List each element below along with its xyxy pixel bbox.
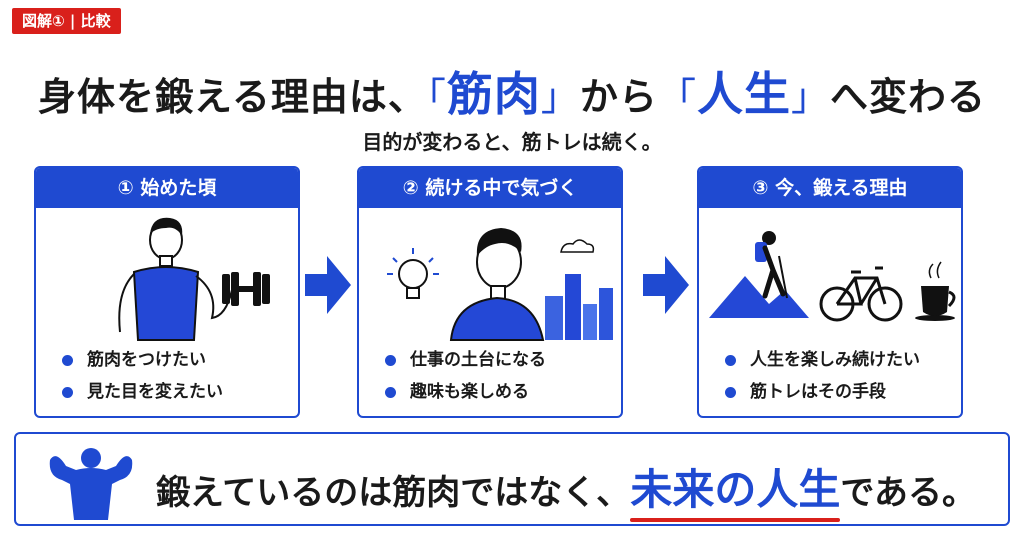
- conclusion-banner: 鍛えているのは筋肉ではなく、未来の人生である。: [14, 432, 1010, 526]
- conclusion-text: 鍛えているのは筋肉ではなく、未来の人生である。: [156, 456, 976, 522]
- card-now: ③ 今、鍛える理由: [697, 166, 963, 418]
- title-highlight-life: 人生: [696, 67, 791, 121]
- bullet-item: 仕事の土台になる: [385, 344, 546, 376]
- title-part1: 身体を鍛える理由は、: [38, 75, 427, 119]
- right-arrow-icon: [305, 256, 351, 314]
- dumbbell-icon: [222, 272, 270, 306]
- city-icon: [545, 274, 613, 340]
- red-underline: [630, 518, 841, 522]
- lifestyle-illustration: [699, 212, 961, 342]
- card-bullets: 人生を楽しみ続けたい 筋トレはその手段: [725, 344, 920, 408]
- bullet-dot: [725, 386, 736, 398]
- title-part2: から: [579, 75, 658, 119]
- dumbbell-man-illustration: [36, 212, 298, 342]
- mountain-icon: [709, 276, 809, 318]
- bullet-item: 趣味も楽しめる: [385, 376, 546, 408]
- muscle-silhouette-icon: [49, 448, 133, 520]
- bullet-item: 見た目を変えたい: [62, 376, 223, 408]
- title-highlight-muscle: 筋肉: [446, 67, 541, 121]
- lightbulb-icon: [387, 248, 439, 299]
- card-start: ① 始めた頃 筋肉をつけたい 見た目を変えたい: [34, 166, 300, 418]
- right-arrow-icon: [643, 256, 689, 314]
- thinking-man-illustration: [359, 212, 621, 342]
- bullet-dot: [62, 386, 73, 398]
- subtitle: 目的が変わると、筋トレは続く。: [362, 130, 662, 154]
- title-part3: へ変わる: [829, 75, 986, 119]
- bullet-dot: [62, 354, 73, 366]
- bullet-item: 筋トレはその手段: [725, 376, 920, 408]
- title-bracket-close-1: 」: [540, 75, 580, 119]
- category-tag: 図解① | 比較: [12, 8, 121, 34]
- title-bracket-open-1: 「: [426, 75, 447, 119]
- card-header: ③ 今、鍛える理由: [699, 168, 961, 208]
- emphasis-future-life: 未来の人生: [630, 465, 841, 522]
- bullet-dot: [725, 354, 736, 366]
- card-continue: ② 続ける中で気づく: [357, 166, 623, 418]
- title-bracket-close-2: 」: [790, 75, 830, 119]
- bullet-item: 人生を楽しみ続けたい: [725, 344, 920, 376]
- card-header: ② 続ける中で気づく: [359, 168, 621, 208]
- bicycle-icon: [819, 266, 903, 322]
- main-title: 身体を鍛える理由は、「筋肉」から「人生」へ変わる: [0, 58, 1024, 124]
- coffee-cup-icon: [915, 261, 956, 321]
- bullet-item: 筋肉をつけたい: [62, 344, 223, 376]
- bullet-dot: [385, 386, 396, 398]
- title-bracket-open-2: 「: [657, 75, 697, 119]
- card-header: ① 始めた頃: [36, 168, 298, 208]
- bullet-dot: [385, 354, 396, 366]
- card-bullets: 仕事の土台になる 趣味も楽しめる: [385, 344, 546, 408]
- cloud-icon: [560, 239, 595, 253]
- hiker-icon: [755, 231, 788, 299]
- card-bullets: 筋肉をつけたい 見た目を変えたい: [62, 344, 223, 408]
